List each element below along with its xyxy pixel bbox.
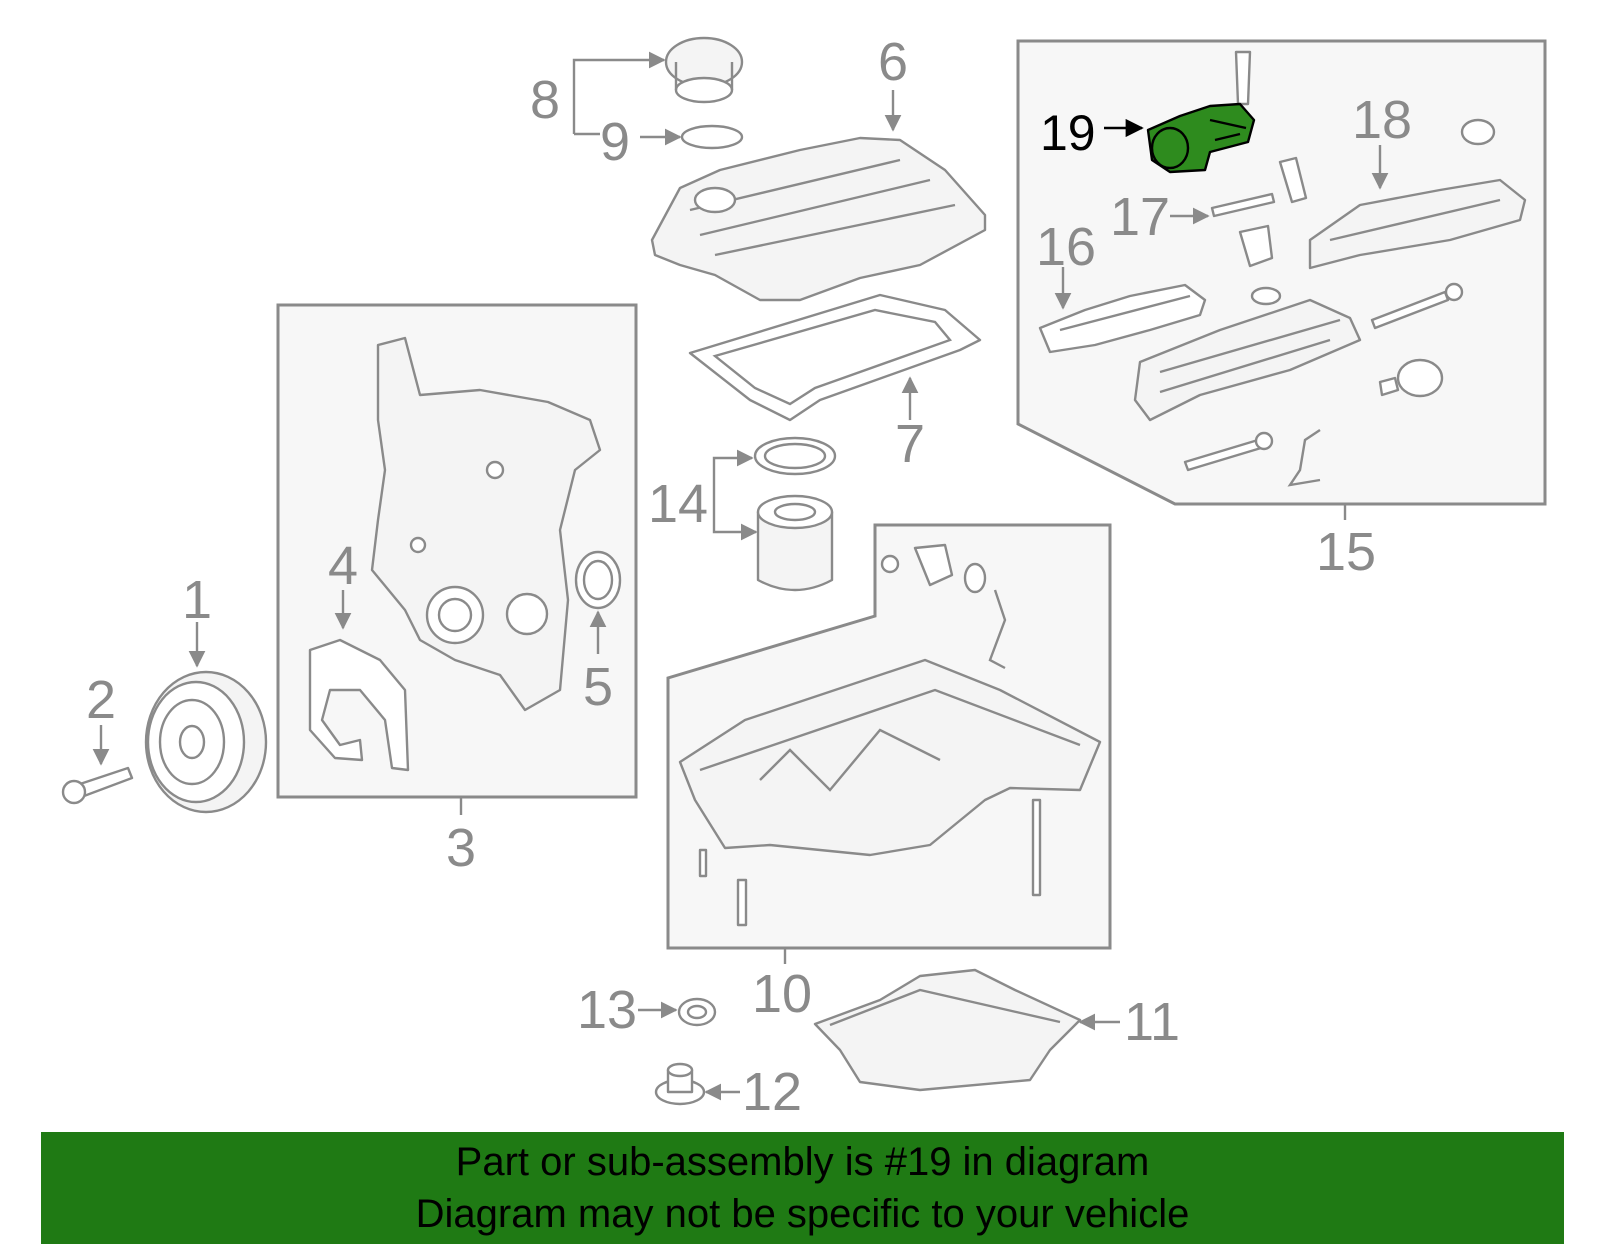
callout-9: 9 — [600, 112, 630, 172]
callout-1: 1 — [182, 570, 212, 630]
callout-15: 15 — [1316, 522, 1376, 582]
stud — [1234, 50, 1252, 106]
oil-pan-upper — [678, 658, 1102, 927]
filler-cap-o-ring — [680, 124, 744, 150]
callout-16: 16 — [1036, 217, 1096, 277]
drain-plug-washer — [677, 997, 717, 1027]
callout-5: 5 — [583, 657, 613, 717]
callout-12: 12 — [742, 1062, 802, 1122]
callout-18: 18 — [1352, 90, 1412, 150]
purge-solenoid — [1378, 358, 1444, 398]
intake-manifold-group-box — [1016, 39, 1547, 506]
timing-cover-gasket — [308, 638, 410, 772]
oil-filler-cap — [664, 36, 744, 104]
callout-19: 19 — [1040, 105, 1096, 161]
clip — [1460, 118, 1496, 146]
callout-2: 2 — [86, 670, 116, 730]
pulley-bolt — [61, 766, 134, 805]
crankshaft-pulley — [144, 670, 268, 814]
manifold-runner-insert — [1308, 178, 1527, 270]
banner-line-1: Part or sub-assembly is #19 in diagram — [455, 1140, 1150, 1184]
callout-17: 17 — [1110, 187, 1170, 247]
valve-cover-gasket — [688, 293, 982, 422]
timing-chain-cover — [370, 336, 602, 712]
info-banner: Part or sub-assembly is #19 in diagram D… — [41, 1132, 1564, 1244]
callout-4: 4 — [328, 536, 358, 596]
map-sensor — [1238, 224, 1282, 306]
intake-bolt-17 — [1210, 192, 1276, 218]
callout-7: 7 — [895, 414, 925, 474]
leader-lines — [92, 51, 1389, 1101]
valve-cover — [650, 136, 987, 302]
banner-line-2: Diagram may not be specific to your vehi… — [415, 1192, 1190, 1236]
oil-level-sensor — [880, 543, 1007, 670]
oil-filter — [753, 436, 837, 592]
highlighted-part-19 — [1146, 102, 1256, 174]
callout-6: 6 — [878, 32, 908, 92]
bolt-18-area — [1278, 156, 1308, 204]
intake-manifold — [1133, 298, 1362, 422]
fastener-bolt — [1183, 282, 1464, 472]
front-crank-seal — [574, 550, 622, 610]
callout-10: 10 — [752, 964, 812, 1024]
callout-3: 3 — [446, 818, 476, 878]
callout-11: 11 — [1124, 992, 1180, 1052]
drain-plug — [654, 1062, 706, 1106]
intake-gasket — [1038, 283, 1207, 354]
vacuum-tube — [1287, 429, 1321, 487]
callout-13: 13 — [577, 980, 637, 1040]
callout-14: 14 — [648, 474, 708, 534]
oil-pan-lower — [813, 968, 1082, 1092]
callout-8: 8 — [530, 70, 560, 130]
